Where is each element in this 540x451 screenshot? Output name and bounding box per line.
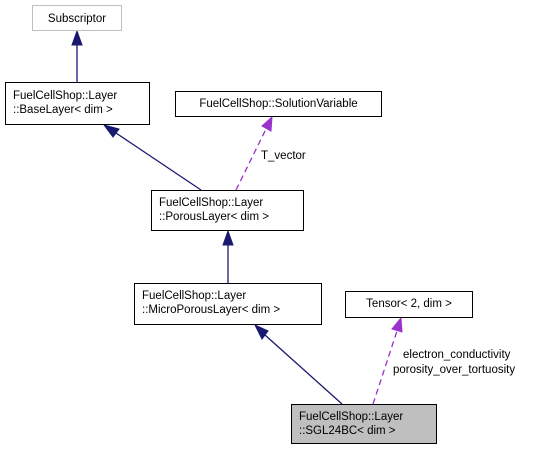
- node-label-class: ::PorousLayer< dim >: [159, 211, 269, 223]
- edge-baselayer-to-subscriptor: [71, 29, 83, 82]
- inheritance-arrowhead: [102, 124, 120, 138]
- node-label: Subscriptor: [47, 13, 107, 25]
- node-label: FuelCellShop::SolutionVariable: [199, 98, 358, 110]
- node-porous-layer[interactable]: FuelCellShop::Layer ::PorousLayer< dim >: [151, 190, 304, 231]
- edge-porouslayer-uses-solutionvariable: [235, 115, 273, 191]
- edge-porouslayer-to-baselayer: [102, 124, 202, 191]
- edge-label-porosity-over-tortuosity: porosity_over_tortuosity: [393, 364, 516, 376]
- node-label-namespace: FuelCellShop::Layer: [142, 290, 247, 302]
- inheritance-arrowhead: [253, 323, 269, 340]
- edge-label-t-vector: T_vector: [261, 150, 306, 162]
- node-label-namespace: FuelCellShop::Layer: [299, 411, 404, 423]
- node-label-class: ::MicroPorousLayer< dim >: [142, 304, 281, 316]
- edge-microporouslayer-to-porouslayer: [222, 229, 234, 283]
- node-base-layer[interactable]: FuelCellShop::Layer ::BaseLayer< dim >: [5, 82, 150, 125]
- node-tensor[interactable]: Tensor< 2, dim >: [345, 291, 473, 318]
- node-label-class: ::SGL24BC< dim >: [299, 425, 396, 437]
- node-sgl24bc[interactable]: FuelCellShop::Layer ::SGL24BC< dim >: [291, 404, 437, 444]
- usage-arrowhead: [261, 115, 273, 132]
- inheritance-arrowhead: [222, 229, 234, 246]
- edge-sgl24bc-to-microporouslayer: [253, 323, 343, 405]
- edge-label-electron-conductivity: electron_conductivity: [403, 349, 511, 361]
- node-label-class: ::BaseLayer< dim >: [13, 104, 113, 116]
- node-label: Tensor< 2, dim >: [366, 298, 452, 310]
- usage-arrowhead: [391, 316, 403, 333]
- node-label-namespace: FuelCellShop::Layer: [159, 197, 264, 209]
- node-label-namespace: FuelCellShop::Layer: [13, 90, 118, 102]
- node-micro-porous-layer[interactable]: FuelCellShop::Layer ::MicroPorousLayer< …: [134, 283, 322, 325]
- node-solution-variable[interactable]: FuelCellShop::SolutionVariable: [175, 91, 382, 117]
- inheritance-arrowhead: [71, 29, 83, 46]
- node-subscriptor[interactable]: Subscriptor: [32, 5, 122, 31]
- edge-sgl24bc-uses-tensor: [372, 316, 403, 405]
